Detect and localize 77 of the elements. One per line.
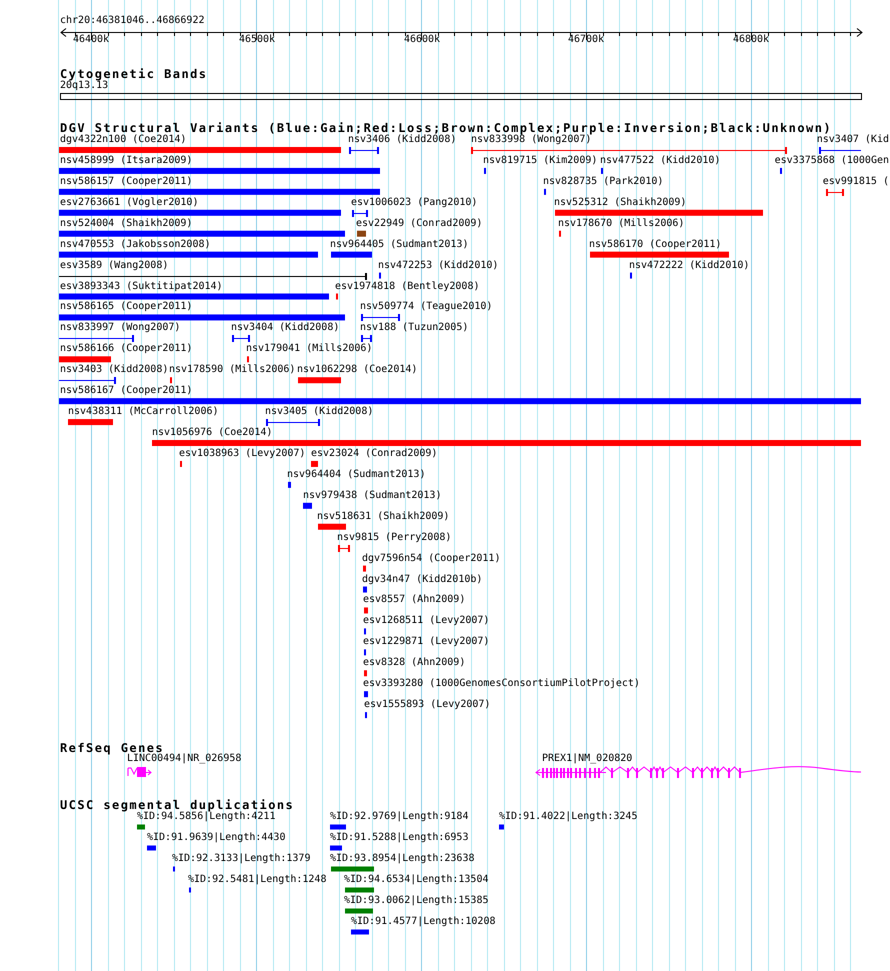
variant-label: nsv188 (Tuzun2005) xyxy=(360,322,468,334)
variant-label: nsv477522 (Kidd2010) xyxy=(600,154,720,167)
duplication-label: %ID:92.5481|Length:1248 xyxy=(188,874,326,886)
duplication-label: %ID:94.6534|Length:13504 xyxy=(344,874,488,886)
track-heading: DGV Structural Variants (Blue:Gain;Red:Loss;Brown:Complex;Purple:Inversion;Black:Unknown) xyxy=(60,122,832,134)
axis-tick-label: 46400k xyxy=(72,34,110,46)
variant-label: esv3375868 (1000Gen xyxy=(774,154,889,167)
variant-label: nsv179041 (Mills2006) xyxy=(246,343,372,356)
gene-label: LINC00494|NR_026958 xyxy=(127,753,242,765)
duplication-label: %ID:91.9639|Length:4430 xyxy=(147,832,286,844)
track-label: 20q13.13 xyxy=(60,80,108,92)
duplication-label: %ID:93.0062|Length:15385 xyxy=(344,895,488,907)
variant-label: esv1006023 (Pang2010) xyxy=(351,196,478,209)
variant-label: nsv979438 (Sudmant2013) xyxy=(303,490,442,502)
variant-label: nsv586165 (Cooper2011) xyxy=(60,301,192,314)
axis-tick-label: 46700k xyxy=(568,34,604,46)
variant-label: nsv470553 (Jakobsson2008) xyxy=(60,238,211,251)
variant-label: esv23024 (Conrad2009) xyxy=(311,448,438,460)
duplication-label: %ID:94.5856|Length:4211 xyxy=(137,811,276,823)
variant-label: nsv472253 (Kidd2010) xyxy=(378,260,498,272)
variant-label: nsv518631 (Shaikh2009) xyxy=(317,510,450,523)
duplication-label: %ID:91.4577|Length:10208 xyxy=(351,916,496,928)
variant-label: esv3893343 (Suktitipat2014) xyxy=(60,280,223,292)
variant-label: nsv586157 (Cooper2011) xyxy=(60,176,192,188)
variant-label: nsv964404 (Sudmant2013) xyxy=(287,468,426,481)
track-heading: RefSeq Genes xyxy=(60,742,164,754)
track-heading: UCSC segmental duplications xyxy=(60,799,294,811)
variant-label: nsv178670 (Mills2006) xyxy=(558,218,684,230)
variant-label: nsv1056976 (Coe2014) xyxy=(152,427,272,440)
variant-label: esv8557 (Ahn2009) xyxy=(363,594,466,606)
variant-label: nsv586170 (Cooper2011) xyxy=(589,238,722,251)
variant-label: nsv819715 (Kim2009) xyxy=(483,154,598,167)
axis-tick-label: 46500k xyxy=(238,34,276,46)
duplication-label: %ID:92.3133|Length:1379 xyxy=(172,853,310,865)
duplication-label: %ID:93.8954|Length:23638 xyxy=(330,853,474,865)
variant-label: esv22949 (Conrad2009) xyxy=(356,218,482,230)
variant-label: nsv3404 (Kidd2008) xyxy=(231,322,340,334)
variant-label: nsv438311 (McCarroll2006) xyxy=(68,406,219,418)
gene-label: PREX1|NM_020820 xyxy=(542,753,632,765)
variant-label: dgv7596n54 (Cooper2011) xyxy=(362,552,500,565)
variant-label: nsv9815 (Perry2008) xyxy=(337,532,452,544)
variant-label: nsv586166 (Cooper2011) xyxy=(60,343,192,356)
variant-label: nsv3405 (Kidd2008) xyxy=(265,406,374,418)
duplication-label: %ID:91.4022|Length:3245 xyxy=(499,811,638,823)
variant-label: esv3589 (Wang2008) xyxy=(60,260,168,272)
track-heading: Cytogenetic Bands xyxy=(60,68,208,80)
variant-label: nsv472222 (Kidd2010) xyxy=(629,260,750,272)
variant-label: esv1268511 (Levy2007) xyxy=(363,615,490,628)
variant-label: esv2763661 (Vogler2010) xyxy=(60,196,198,209)
variant-label: nsv458999 (Itsara2009) xyxy=(60,154,192,167)
variant-label: nsv833998 (Wong2007) xyxy=(471,134,592,146)
variant-label: dgv4322n100 (Coe2014) xyxy=(60,134,186,146)
axis-tick-label: 46600k xyxy=(404,34,440,46)
variant-label: nsv525312 (Shaikh2009) xyxy=(554,196,686,209)
variant-label: nsv178590 (Mills2006) xyxy=(169,364,296,376)
duplication-label: %ID:92.9769|Length:9184 xyxy=(330,811,468,823)
variant-label: esv3393280 (1000GenomesConsortiumPilotProject) xyxy=(363,678,640,690)
track-label: chr20:46381046..46866922 xyxy=(60,15,204,27)
variant-label: nsv964405 (Sudmant2013) xyxy=(330,238,468,251)
variant-label: esv8328 (Ahn2009) xyxy=(363,657,466,670)
variant-label: nsv3407 (Kid xyxy=(816,134,889,146)
variant-label: nsv524004 (Shaikh2009) xyxy=(60,218,192,230)
variant-label: esv991815 ( xyxy=(822,176,889,188)
variant-label: esv1555893 (Levy2007) xyxy=(364,699,490,712)
variant-label: nsv586167 (Cooper2011) xyxy=(60,385,192,398)
variant-label: nsv3406 (Kidd2008) xyxy=(348,134,456,146)
axis-tick-label: 46800k xyxy=(732,34,770,46)
variant-label: nsv509774 (Teague2010) xyxy=(360,301,492,314)
variant-label: dgv34n47 (Kidd2010b) xyxy=(362,574,482,586)
variant-label: nsv1062298 (Coe2014) xyxy=(297,364,418,376)
duplication-label: %ID:91.5288|Length:6953 xyxy=(330,832,468,844)
variant-label: nsv3403 (Kidd2008) xyxy=(60,364,168,376)
variant-label: esv1974818 (Bentley2008) xyxy=(335,280,480,292)
variant-label: nsv833997 (Wong2007) xyxy=(60,322,180,334)
variant-label: esv1038963 (Levy2007) xyxy=(179,448,306,460)
variant-label: esv1229871 (Levy2007) xyxy=(363,636,490,648)
variant-label: nsv828735 (Park2010) xyxy=(543,176,664,188)
